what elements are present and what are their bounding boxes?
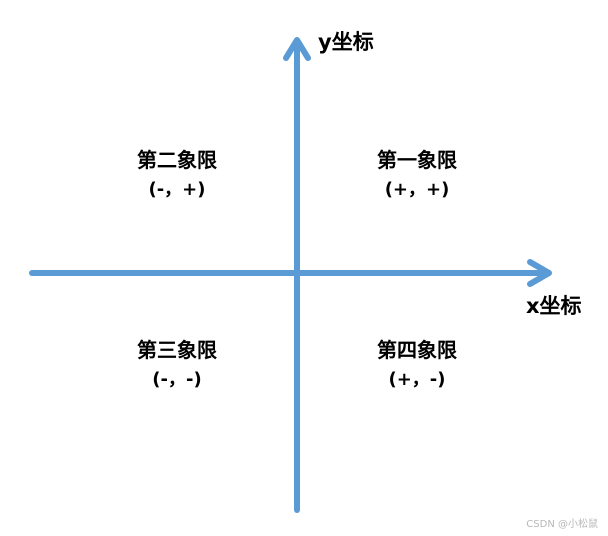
quadrant-one: 第一象限 (+，+) xyxy=(337,146,497,204)
x-axis-arrowhead xyxy=(527,259,552,287)
quadrant-three-name: 第三象限 xyxy=(137,338,217,362)
quadrant-two-name: 第二象限 xyxy=(137,148,217,172)
quadrant-one-sign: (+，+) xyxy=(384,179,450,200)
quadrant-four: 第四象限 (+，-) xyxy=(337,336,497,394)
quadrant-two: 第二象限 (-，+) xyxy=(97,146,257,204)
quadrant-one-name: 第一象限 xyxy=(377,148,457,172)
quadrant-three-sign: (-，-) xyxy=(152,369,202,390)
y-axis-arrowhead xyxy=(283,37,311,61)
quadrant-four-sign: (+，-) xyxy=(388,369,446,390)
x-axis-label: x坐标 xyxy=(526,294,582,318)
quadrant-three: 第三象限 (-，-) xyxy=(97,336,257,394)
csdn-watermark: CSDN @小松鼠 xyxy=(526,519,598,530)
quadrant-two-sign: (-，+) xyxy=(148,179,206,200)
quadrant-four-name: 第四象限 xyxy=(377,338,457,362)
y-axis-label: y坐标 xyxy=(318,30,374,54)
